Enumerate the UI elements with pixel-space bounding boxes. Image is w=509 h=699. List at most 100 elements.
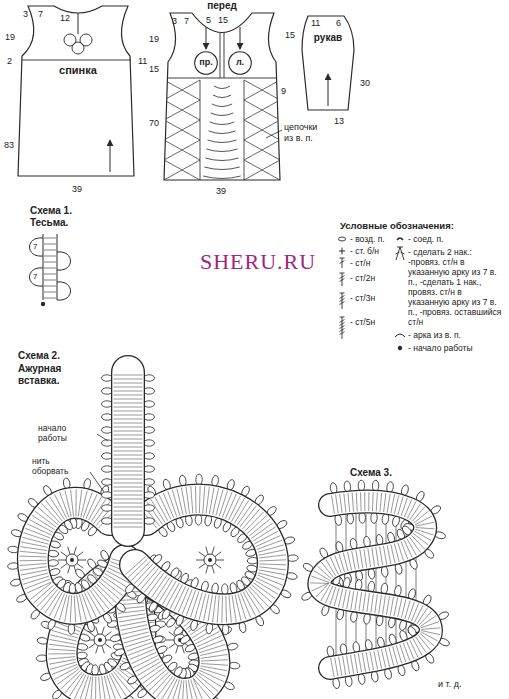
line: [244, 100, 280, 120]
line: [340, 261, 345, 264]
braid-row: [209, 131, 236, 134]
leader-line: [266, 130, 282, 138]
stitch: [44, 250, 56, 251]
braid-row: [206, 149, 237, 152]
band-edge: [319, 502, 431, 668]
line: [164, 140, 200, 160]
note-label: и т. д.: [438, 679, 461, 690]
picot-row: [300, 480, 450, 689]
line: [164, 80, 200, 100]
dimension-number: 3: [23, 9, 28, 20]
line: [340, 273, 345, 274]
legend-text: - начало работы: [408, 343, 505, 353]
piece-name: спинка: [38, 64, 118, 76]
braid-row: [208, 140, 237, 143]
braid-row: [203, 176, 241, 179]
line: [342, 248, 343, 255]
dimension-number: 11: [138, 56, 147, 67]
line: [43, 234, 44, 300]
line: [340, 296, 345, 299]
dimension-number: 7: [184, 16, 189, 27]
chain-line: [366, 514, 367, 660]
braid-row: [213, 95, 231, 98]
braid-row: [214, 86, 230, 89]
line: [164, 100, 200, 120]
legend-text: - соед. п.: [408, 234, 505, 244]
note-label: начало работы: [38, 423, 94, 443]
legend-symbol: [339, 248, 345, 255]
line: [395, 334, 405, 337]
line: [397, 247, 403, 248]
seam-line: [22, 60, 131, 61]
stitch-row: [114, 375, 143, 527]
dimension-number: 9: [281, 86, 286, 97]
line: [244, 80, 245, 182]
piece-outline: [14, 4, 142, 182]
chain-loop: [30, 268, 44, 286]
stitch: [44, 292, 56, 293]
chain-loop: [57, 282, 71, 300]
direction-arrow: [206, 27, 207, 49]
legend-text: - сделать 2 нак.: -провяз. ст/н в указан…: [408, 247, 505, 327]
line: [340, 299, 345, 302]
chain-loop: [30, 238, 44, 256]
legend-text: - ст. б/н: [350, 246, 396, 256]
piece-outline: [296, 10, 360, 114]
line: [340, 329, 345, 332]
line: [340, 276, 345, 279]
stitch: [44, 280, 56, 281]
band-body: [135, 500, 273, 610]
legend-symbols: [339, 237, 406, 350]
line: [164, 100, 200, 120]
legend-symbol: [339, 237, 346, 241]
insert-motif: [64, 34, 76, 46]
stitch: [44, 286, 56, 287]
start-dot: [41, 302, 45, 306]
stitch: [44, 268, 56, 269]
dimension-number: 3: [172, 16, 177, 27]
dimension-number: 12: [60, 13, 70, 24]
braid-row: [212, 104, 232, 107]
dimension-number: 30: [360, 78, 370, 89]
center-line: [220, 33, 221, 78]
line: [164, 80, 200, 100]
legend-text: - ст/3н: [350, 293, 396, 303]
line: [340, 326, 345, 329]
legend-text: - ст/н: [350, 258, 396, 268]
line: [244, 140, 280, 160]
direction-arrow: [240, 27, 241, 49]
line: [164, 120, 200, 140]
legend-text: - ст/2н: [350, 273, 396, 283]
note-label: цепочки из в. п.: [284, 122, 326, 143]
dimension-number: 15: [149, 64, 159, 75]
legend-symbol: [396, 247, 405, 260]
insert-motif: [72, 42, 84, 54]
legend-symbol: [395, 334, 405, 337]
legend-symbol: [340, 293, 345, 309]
band-edge: [111, 372, 145, 530]
front-piece: передпр.л.: [158, 0, 286, 184]
seam-line: [168, 78, 276, 79]
line: [244, 160, 280, 180]
line: [340, 293, 345, 294]
line: [396, 252, 400, 254]
line: [244, 140, 280, 160]
back-piece: спинка: [14, 4, 142, 182]
line: [164, 160, 200, 180]
line: [244, 80, 280, 100]
line: [340, 332, 345, 335]
line: [244, 120, 280, 140]
legend-symbol: [340, 317, 345, 339]
band-body: [112, 372, 143, 530]
line: [396, 247, 400, 260]
note-label: нить оборвать: [32, 456, 88, 476]
dimension-number: 15: [285, 30, 295, 41]
leader-line: [97, 434, 108, 441]
piece-outline: [158, 0, 286, 184]
sleeve-piece: рукав: [296, 10, 360, 114]
dimension-number: 83: [4, 140, 14, 151]
braid-row: [205, 158, 238, 161]
braid-row: [211, 113, 233, 116]
dimension-number: 5: [206, 15, 211, 26]
line: [342, 258, 343, 268]
